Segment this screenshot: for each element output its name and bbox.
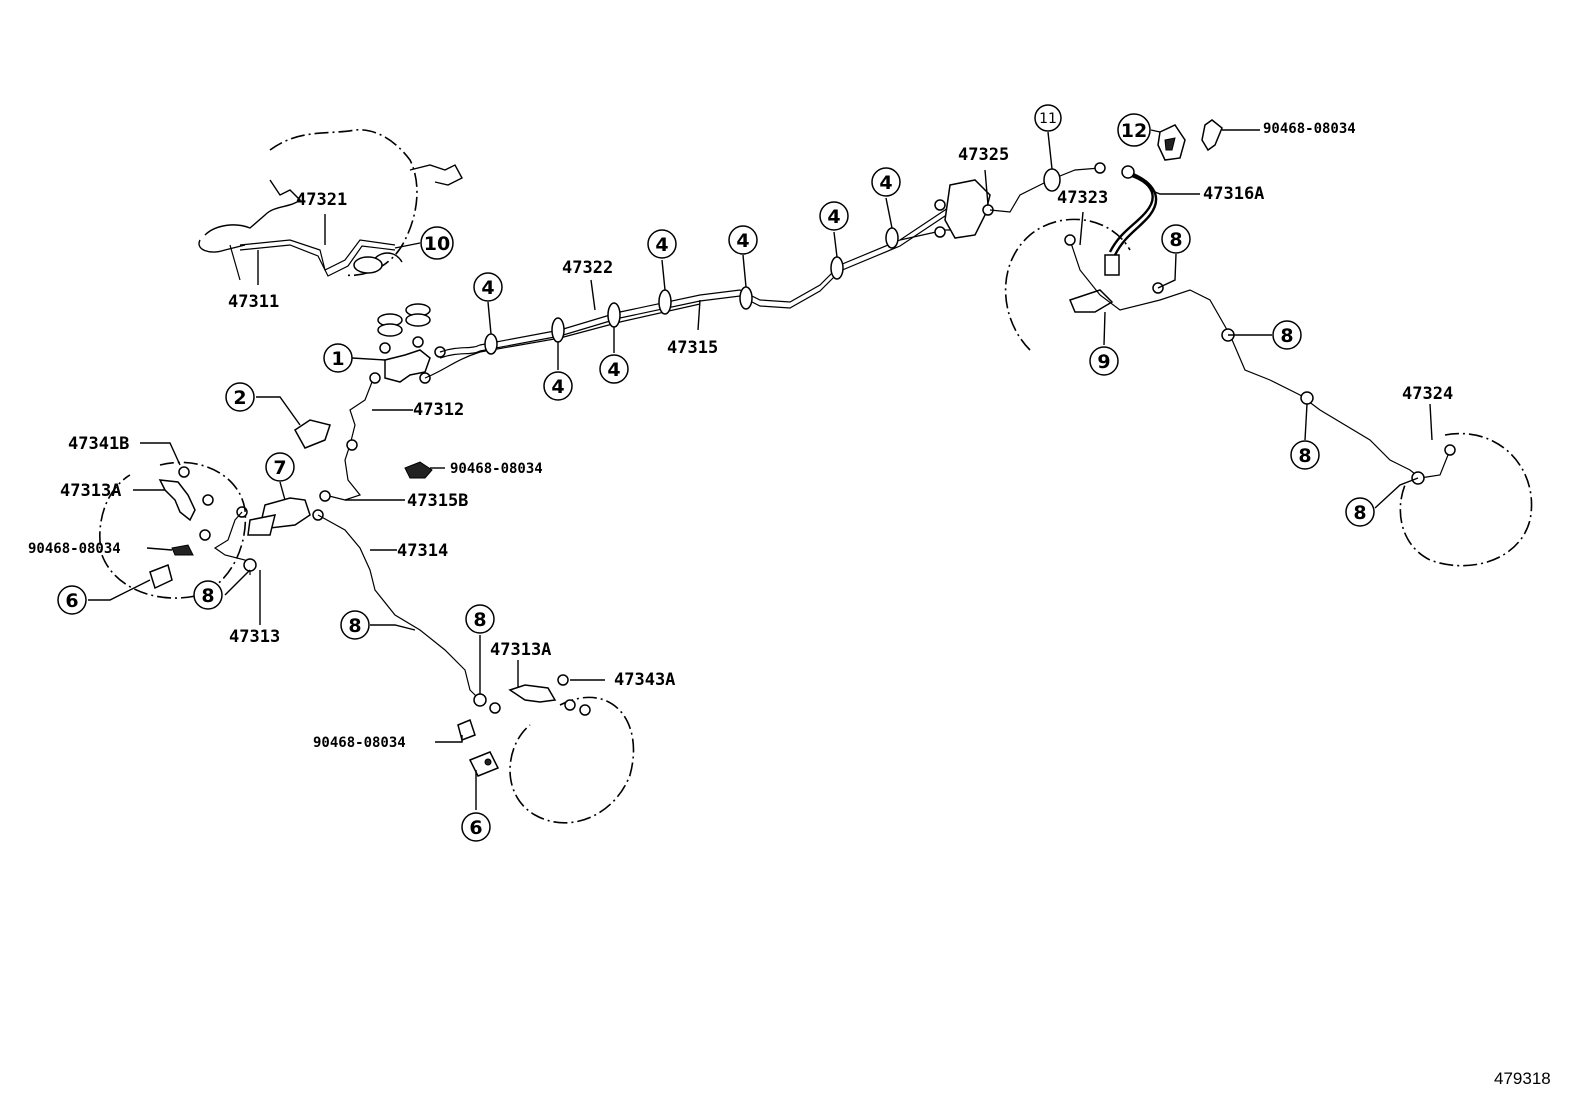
label-90468-lower: 90468-08034 [313, 735, 406, 751]
label-90468-top: 90468-08034 [1263, 121, 1356, 137]
flex-hose-47316A [1104, 165, 1158, 276]
svg-text:4: 4 [879, 172, 892, 194]
callout-1: 1 [323, 343, 353, 373]
svg-text:8: 8 [1298, 445, 1311, 467]
label-47323: 47323 [1057, 188, 1108, 208]
label-47312: 47312 [413, 400, 464, 420]
line-47313 [199, 511, 257, 575]
clip-90468-lower [457, 718, 476, 741]
svg-text:8: 8 [1353, 502, 1366, 524]
callout-9: 9 [1089, 346, 1119, 376]
svg-text:7: 7 [273, 457, 286, 479]
bracket-12 [1157, 124, 1186, 161]
callout-circles: 10 1 2 4 4 4 4 4 [57, 104, 1375, 842]
bracket-2 [294, 419, 331, 449]
callout-8-f: 8 [340, 610, 370, 640]
callout-11: 11 [1034, 104, 1062, 132]
right-side-clips [1221, 328, 1425, 485]
label-47341B: 47341B [68, 434, 129, 454]
label-47311: 47311 [228, 292, 279, 312]
proportioning-valve [369, 336, 446, 384]
svg-text:8: 8 [348, 615, 361, 637]
label-47313A-left: 47313A [60, 481, 121, 501]
svg-text:8: 8 [473, 609, 486, 631]
clip-90468-mid [404, 461, 433, 479]
label-90468-left: 90468-08034 [28, 541, 121, 557]
callout-4-b: 4 [543, 371, 573, 401]
callout-4-c: 4 [599, 354, 629, 384]
label-47343A: 47343A [614, 670, 675, 690]
svg-text:4: 4 [481, 277, 494, 299]
svg-text:10: 10 [424, 233, 450, 255]
svg-text:1: 1 [331, 348, 344, 370]
label-47314: 47314 [397, 541, 448, 561]
tee-junction-7 [236, 497, 324, 536]
label-47315: 47315 [667, 338, 718, 358]
leader-lines [88, 129, 1433, 810]
label-47313A-lower: 47313A [490, 640, 551, 660]
callout-2: 2 [225, 382, 255, 412]
left-rear-brake-outline [99, 461, 247, 599]
lower-brake-outline [508, 674, 635, 824]
svg-text:11: 11 [1039, 111, 1057, 127]
callout-4-e: 4 [728, 225, 758, 255]
label-47322: 47322 [562, 258, 613, 278]
label-47324: 47324 [1402, 384, 1453, 404]
label-47313: 47313 [229, 627, 280, 647]
svg-text:4: 4 [736, 230, 749, 252]
svg-text:4: 4 [551, 376, 564, 398]
line-47312 [319, 381, 373, 502]
svg-text:8: 8 [1280, 325, 1293, 347]
clip-90468-top [1201, 119, 1223, 152]
svg-text:4: 4 [607, 359, 620, 381]
rear-right-brake-outline [1399, 432, 1533, 567]
master-cylinder-reservoir [353, 252, 431, 337]
brake-booster-outline [198, 129, 463, 277]
callout-8-c: 8 [1290, 440, 1320, 470]
callout-8-e: 8 [193, 580, 223, 610]
line-47311 [229, 244, 241, 281]
bracket-6-left [149, 563, 173, 590]
callout-10: 10 [420, 226, 454, 260]
callout-4-a: 4 [473, 272, 503, 302]
svg-text:8: 8 [201, 585, 214, 607]
callout-8-d: 8 [1345, 497, 1375, 527]
label-47315B: 47315B [407, 491, 468, 511]
label-90468-mid: 90468-08034 [450, 461, 543, 477]
svg-text:12: 12 [1121, 120, 1147, 142]
svg-text:4: 4 [655, 234, 668, 256]
svg-text:4: 4 [827, 206, 840, 228]
svg-text:9: 9 [1097, 351, 1110, 373]
line-47314 [317, 514, 501, 714]
brake-junction-block [934, 179, 994, 239]
callout-8-b: 8 [1272, 320, 1302, 350]
callout-8-a: 8 [1161, 224, 1191, 254]
diagram-id-number: 479318 [1494, 1069, 1551, 1088]
bracket-6-lower [468, 751, 500, 777]
clip-90468-left [171, 544, 194, 556]
svg-text:2: 2 [233, 387, 246, 409]
callout-6-lower: 6 [461, 812, 491, 842]
callout-8-g: 8 [465, 604, 495, 634]
label-47325: 47325 [958, 145, 1009, 165]
svg-text:6: 6 [469, 817, 482, 839]
part-number-labels: 47321 47311 47322 47315 47312 47341B 473… [28, 121, 1453, 751]
right-front-brake-outline [1004, 218, 1421, 479]
callout-7: 7 [265, 452, 295, 482]
callout-4-f: 4 [819, 201, 849, 231]
svg-text:6: 6 [65, 590, 78, 612]
label-47316A: 47316A [1203, 184, 1264, 204]
callout-6-left: 6 [57, 585, 87, 615]
label-47321: 47321 [296, 190, 347, 210]
callout-12: 12 [1117, 113, 1151, 147]
svg-text:8: 8 [1169, 229, 1182, 251]
callout-4-d: 4 [647, 229, 677, 259]
line-47321 [239, 239, 396, 277]
callout-4-g: 4 [871, 167, 901, 197]
